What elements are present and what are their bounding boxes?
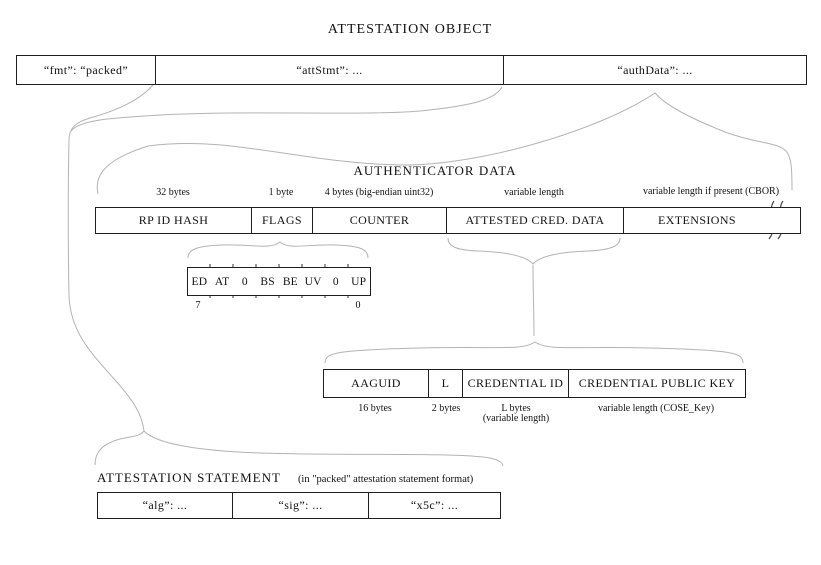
credential-id-box: CREDENTIAL ID bbox=[462, 369, 569, 398]
counter-box: COUNTER bbox=[312, 207, 447, 234]
size-label-length: 2 bytes bbox=[431, 403, 461, 414]
bit-zero6: 0 bbox=[241, 275, 248, 288]
attstmt-flow-right-curve bbox=[70, 86, 503, 132]
bit-zero1: 0 bbox=[332, 275, 339, 288]
rp-id-hash-label: RP ID HASH bbox=[138, 213, 209, 227]
diagram-title: ATTESTATION OBJECT bbox=[327, 22, 493, 37]
attested-cred-data-box: ATTESTED CRED. DATA bbox=[446, 207, 624, 234]
size-label-flags: 1 byte bbox=[268, 187, 294, 198]
alg-label: “alg”: ... bbox=[142, 498, 188, 512]
bit-number-lsb: 0 bbox=[355, 300, 361, 311]
fmt-box: “fmt”: “packed” bbox=[16, 55, 156, 85]
authenticator-data-heading: AUTHENTICATOR DATA bbox=[353, 163, 517, 178]
size-label-credential-id: L bytes bbox=[501, 403, 531, 414]
bit-be: BE bbox=[282, 275, 298, 288]
attested-cred-data-label: ATTESTED CRED. DATA bbox=[465, 213, 605, 227]
sig-box: “sig”: ... bbox=[232, 492, 369, 519]
attstmt-box: “attStmt”: ... bbox=[155, 55, 504, 85]
fmt-label: “fmt”: “packed” bbox=[43, 62, 129, 77]
counter-label: COUNTER bbox=[349, 213, 410, 227]
rp-id-hash-box: RP ID HASH bbox=[95, 207, 252, 234]
x5c-box: “x5c”: ... bbox=[368, 492, 501, 519]
extensions-box: EXTENSIONS bbox=[623, 207, 801, 234]
flags-box: FLAGS bbox=[251, 207, 313, 234]
attested-cred-upper-brace bbox=[447, 237, 621, 265]
bit-up: UP bbox=[351, 275, 367, 288]
attestation-statement-header: ATTESTATION STATEMENT (in "packed" attes… bbox=[97, 470, 473, 486]
attstmt-flow-left-curve bbox=[67, 84, 154, 432]
aaguid-label: AAGUID bbox=[351, 376, 401, 390]
bit-bs: BS bbox=[260, 275, 275, 288]
size-label-counter: 4 bytes (big-endian uint32) bbox=[324, 187, 434, 198]
size-label-attested-cred-data: variable length bbox=[504, 187, 564, 198]
attestation-statement-brace bbox=[94, 430, 504, 467]
length-box: L bbox=[428, 369, 463, 398]
bit-at: AT bbox=[214, 275, 230, 288]
size-label-rp-id-hash: 32 bytes bbox=[156, 187, 190, 198]
credential-id-label: CREDENTIAL ID bbox=[467, 376, 564, 390]
size-label-credential-public-key: variable length (COSE_Key) bbox=[597, 403, 715, 414]
bit-ed: ED bbox=[191, 275, 208, 288]
aaguid-box: AAGUID bbox=[323, 369, 429, 398]
length-label: L bbox=[441, 376, 450, 390]
authdata-box: “authData”: ... bbox=[503, 55, 807, 85]
size-label-extensions: variable length if present (CBOR) bbox=[642, 186, 780, 197]
size-note-credential-id: (variable length) bbox=[482, 413, 550, 424]
attestation-statement-heading: ATTESTATION STATEMENT bbox=[97, 470, 281, 485]
size-label-aaguid: 16 bytes bbox=[358, 403, 392, 414]
alg-box: “alg”: ... bbox=[97, 492, 233, 519]
attested-cred-lower-brace bbox=[324, 341, 744, 364]
credential-public-key-label: CREDENTIAL PUBLIC KEY bbox=[578, 376, 736, 390]
authdata-label: “authData”: ... bbox=[617, 62, 693, 77]
sig-label: “sig”: ... bbox=[278, 498, 323, 512]
attestation-statement-subheading: (in "packed" attestation statement forma… bbox=[297, 474, 474, 485]
x5c-label: “x5c”: ... bbox=[410, 498, 459, 512]
flags-label: FLAGS bbox=[261, 213, 302, 227]
flags-brace bbox=[187, 241, 369, 259]
flags-bit-box: ED AT 0 BS BE UV 0 UP bbox=[187, 267, 371, 296]
attstmt-label: “attStmt”: ... bbox=[296, 62, 363, 77]
bit-number-msb: 7 bbox=[195, 300, 201, 311]
credential-public-key-box: CREDENTIAL PUBLIC KEY bbox=[568, 369, 746, 398]
attested-cred-connector bbox=[532, 264, 535, 337]
bit-uv: UV bbox=[304, 275, 322, 288]
extensions-label: EXTENSIONS bbox=[658, 213, 736, 227]
